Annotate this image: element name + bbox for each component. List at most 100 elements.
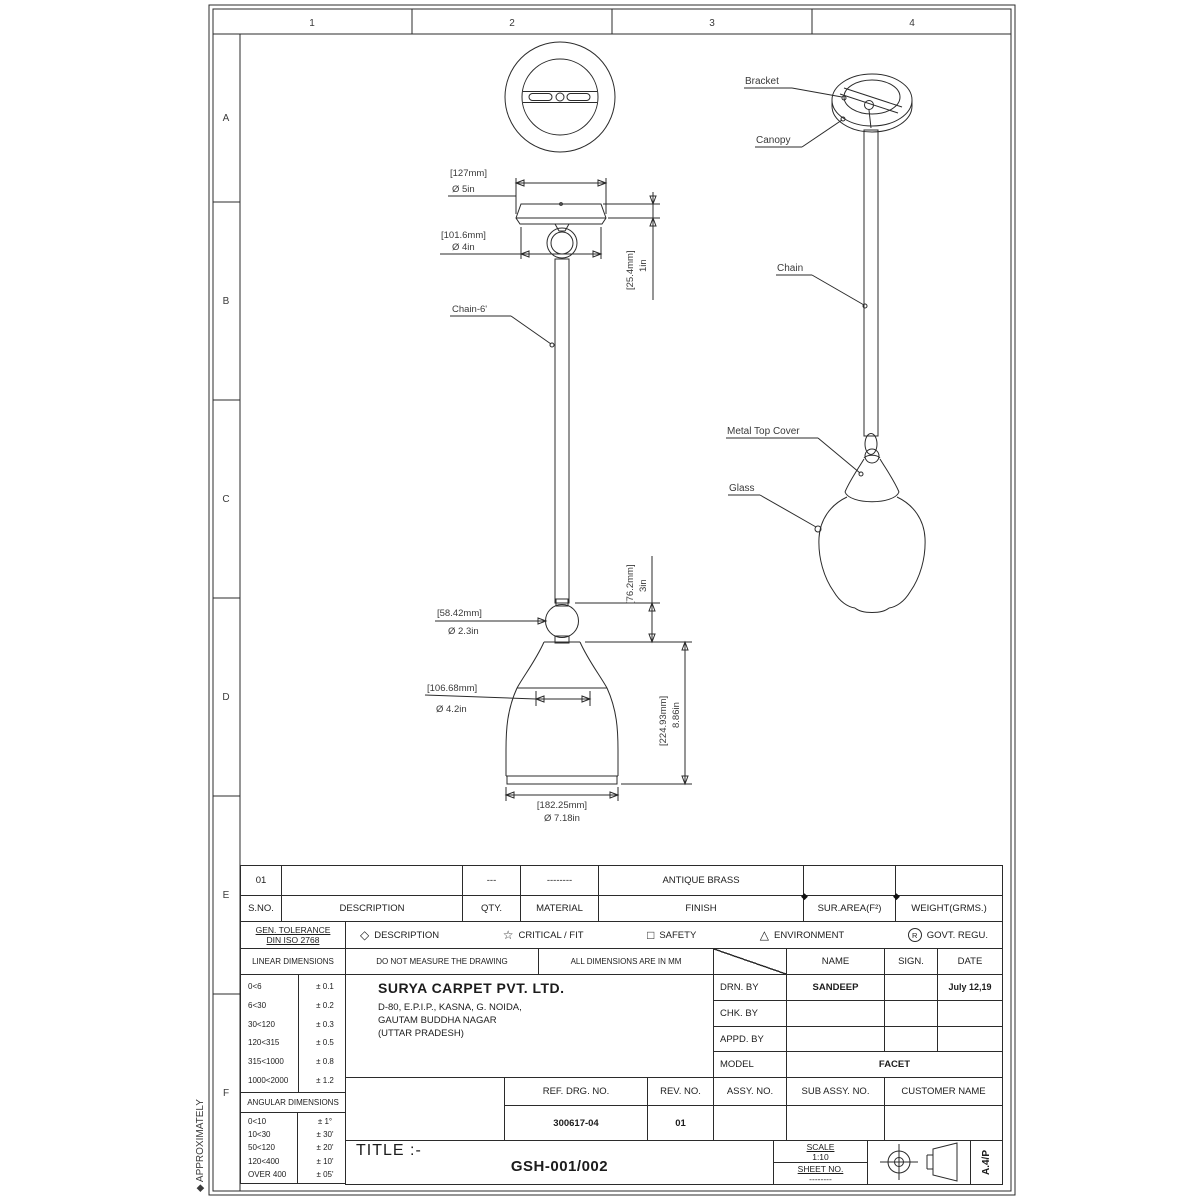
tolerance-row: 6<30± 0.2 — [248, 1000, 334, 1010]
dim-shade-bottom-mm: [182.25mm] — [537, 800, 587, 811]
do-not-measure-note: DO NOT MEASURE THE DRAWING — [345, 948, 539, 975]
rev-no-header: REV. NO. — [647, 1077, 714, 1106]
title-cell: TITLE :- GSH-001/002 — [345, 1140, 774, 1185]
appd-by-sign — [884, 1026, 938, 1052]
chain-label: Chain — [777, 263, 803, 274]
sign-header: SIGN. — [884, 948, 938, 975]
chk-by-date — [937, 1000, 1003, 1027]
zone-labels: 1 2 3 4 A B C D E F ◆ APPROXIMATELY — [195, 18, 915, 1192]
ref-drg-value: 300617-04 — [504, 1105, 648, 1141]
zone-letter: F — [223, 1088, 229, 1099]
customer-name-value — [884, 1105, 1003, 1141]
parts-description-value — [281, 865, 463, 896]
parts-surarea-header: ◆SUR.AREA(F²) — [801, 891, 896, 922]
paper-size: A.4/P — [980, 1149, 992, 1176]
dim-canopy-height-mm: [25.4mm] — [625, 250, 636, 290]
zone-letter: C — [222, 494, 229, 505]
tolerance-row: OVER 400± 05' — [248, 1169, 334, 1179]
star-icon: ☆ — [502, 927, 514, 942]
iso-labels: Bracket Canopy Chain Metal Top Cover Gla… — [726, 76, 868, 533]
model-value: FACET — [786, 1051, 1003, 1078]
tolerance-row: 50<120± 20' — [248, 1143, 334, 1153]
dim-shade-height-inch: 8.86in — [671, 702, 682, 728]
zone-letter: D — [222, 692, 229, 703]
chk-by-name — [786, 1000, 885, 1027]
drn-by-label: DRN. BY — [713, 974, 787, 1001]
drn-by-name: SANDEEP — [786, 974, 885, 1001]
gen-tolerance-cell: GEN. TOLERANCE DIN ISO 2768 — [240, 921, 346, 949]
company-address-line: GAUTAM BUDDHA NAGAR — [378, 1015, 497, 1026]
sub-assy-no-header: SUB ASSY. NO. — [786, 1077, 885, 1106]
all-dimensions-note: ALL DIMENSIONS ARE IN MM — [538, 948, 714, 975]
parts-material-value: -------- — [520, 865, 599, 896]
customer-name-header: CUSTOMER NAME — [884, 1077, 1003, 1106]
symbol-legend: ◇DESCRIPTION ☆CRITICAL / FIT □SAFETY △EN… — [345, 921, 1003, 949]
scale-block: SCALE 1:10 — [774, 1141, 867, 1163]
chain-length-label: Chain-6' — [452, 304, 487, 315]
sub-assy-no-value — [786, 1105, 885, 1141]
parts-sno-header: S.NO. — [240, 895, 282, 922]
sheet-no-block: SHEET NO. -------- — [797, 1163, 844, 1184]
canopy-label: Canopy — [756, 135, 790, 146]
date-header: DATE — [937, 948, 1003, 975]
tolerance-row: 315<1000± 0.8 — [248, 1057, 334, 1067]
rev-no-value: 01 — [647, 1105, 714, 1141]
dim-shade-bottom-inch: Ø 7.18in — [544, 813, 580, 824]
linear-dimensions-title: LINEAR DIMENSIONS — [240, 948, 346, 975]
zone-number: 1 — [309, 18, 315, 29]
iso-view — [818, 73, 926, 613]
dim-joint-mm: [106.68mm] — [427, 683, 477, 694]
company-address-line: (UTTAR PRADESH) — [378, 1028, 464, 1039]
chain-iso — [863, 129, 879, 437]
registered-icon: R — [907, 928, 922, 942]
angular-tolerance-table: 0<10± 1° 10<30± 30' 50<120± 20' 120<400±… — [240, 1112, 346, 1184]
parts-sno-value: 01 — [240, 865, 282, 896]
approximately-note: ◆ APPROXIMATELY — [195, 1099, 206, 1192]
top-view — [504, 41, 616, 153]
zone-number: 4 — [909, 18, 915, 29]
ref-drg-header: REF. DRG. NO. — [504, 1077, 648, 1106]
dim-cover-height-inch: 3in — [638, 579, 649, 592]
approx-diamond-icon: ◆ — [801, 891, 808, 901]
tolerance-divider — [297, 1112, 298, 1184]
drawing-number: GSH-001/002 — [510, 1158, 609, 1175]
parts-description-header: DESCRIPTION — [281, 895, 463, 922]
appd-by-label: APPD. BY — [713, 1026, 787, 1052]
square-icon: □ — [647, 927, 655, 942]
model-label: MODEL — [713, 1051, 787, 1078]
zone-number: 2 — [509, 18, 515, 29]
diagonal-cell — [713, 948, 787, 975]
zone-letter: E — [223, 890, 230, 901]
angular-dimensions-title: ANGULAR DIMENSIONS — [240, 1092, 346, 1113]
tolerance-row: 120<315± 0.5 — [248, 1038, 334, 1048]
title-label: TITLE :- — [356, 1142, 422, 1159]
bracket-label: Bracket — [745, 76, 779, 87]
scale-cell: SCALE 1:10 SHEET NO. -------- — [773, 1140, 868, 1185]
tolerance-row: 120<400± 10' — [248, 1156, 334, 1166]
dim-ball-mm: [58.42mm] — [437, 608, 482, 619]
parts-qty-header: QTY. — [462, 895, 521, 922]
parts-finish-value: ANTIQUE BRASS — [598, 865, 804, 896]
drn-by-date: July 12,19 — [937, 974, 1003, 1001]
dim-cover-height-mm: [76.2mm] — [625, 564, 636, 604]
zone-letter: A — [223, 113, 230, 124]
dim-canopy-bottom-inch: Ø 4in — [452, 242, 475, 253]
dim-ball-inch: Ø 2.3in — [448, 626, 479, 637]
chk-by-label: CHK. BY — [713, 1000, 787, 1027]
drn-by-sign — [884, 974, 938, 1001]
linear-tolerance-table: 0<6± 0.1 6<30± 0.2 30<120± 0.3 120<315± … — [240, 974, 346, 1093]
parts-weight-value — [895, 865, 1003, 896]
empty-cell — [345, 1077, 505, 1141]
parts-qty-value: --- — [462, 865, 521, 896]
tolerance-row: 10<30± 30' — [248, 1130, 334, 1140]
name-header: NAME — [786, 948, 885, 975]
assy-no-value — [713, 1105, 787, 1141]
company-address-line: D-80, E.P.I.P., KASNA, G. NOIDA, — [378, 1002, 522, 1013]
company-name: SURYA CARPET PVT. LTD. — [378, 980, 565, 996]
dim-joint-inch: Ø 4.2in — [436, 704, 467, 715]
tolerance-row: 30<120± 0.3 — [248, 1019, 334, 1029]
dim-canopy-bottom-mm: [101.6mm] — [441, 230, 486, 241]
third-angle-projection-icon — [880, 1142, 958, 1182]
tolerance-divider — [298, 974, 299, 1093]
